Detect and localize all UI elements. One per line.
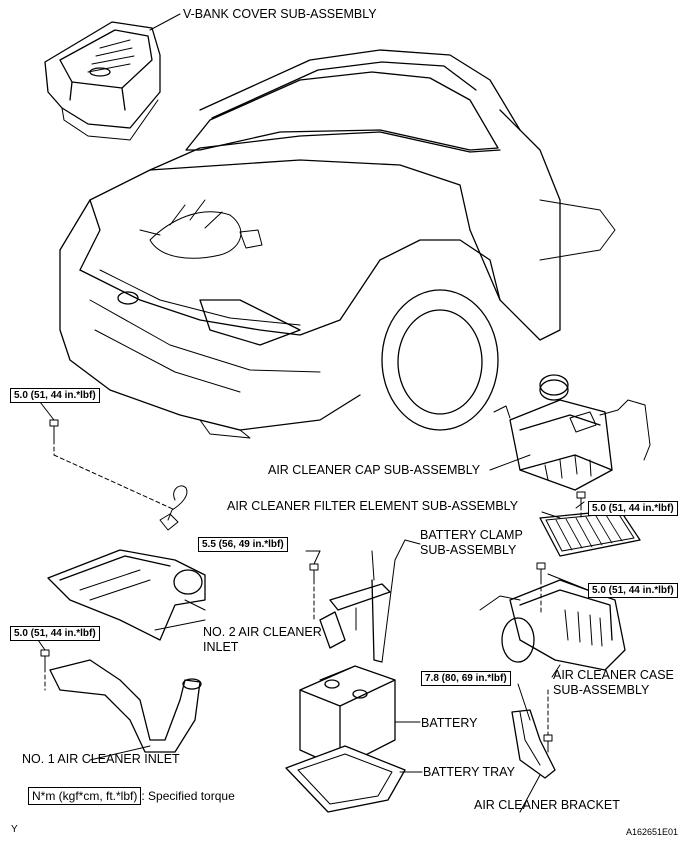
no1-air-cleaner-inlet-drawing	[49, 659, 202, 753]
torque-spec-box: 5.0 (51, 44 in.*lbf)	[588, 501, 678, 516]
torque-spec-box: 5.0 (51, 44 in.*lbf)	[10, 388, 100, 403]
leader-lines	[37, 401, 589, 813]
air-cleaner-cap-drawing	[493, 374, 651, 491]
label-battery-tray: BATTERY TRAY	[423, 765, 515, 779]
v-bank-cover-drawing	[44, 13, 181, 141]
figure-id: A162651E01	[626, 827, 679, 837]
legend-units-box: N*m (kgf*cm, ft.*lbf)	[28, 787, 142, 805]
air-cleaner-case-drawing	[479, 579, 626, 671]
torque-spec-box: 7.8 (80, 69 in.*lbf)	[421, 671, 511, 686]
label-air-cleaner-cap: AIR CLEANER CAP SUB-ASSEMBLY	[268, 463, 481, 477]
battery-tray-drawing	[285, 745, 406, 813]
legend-text: : Specified torque	[141, 789, 235, 803]
battery-clamp-drawing	[319, 579, 391, 663]
torque-spec-box: 5.0 (51, 44 in.*lbf)	[588, 583, 678, 598]
label-filter-element: AIR CLEANER FILTER ELEMENT SUB-ASSEMBLY	[227, 499, 519, 513]
no2-air-cleaner-inlet-drawing	[47, 485, 206, 641]
label-air-cleaner-bracket: AIR CLEANER BRACKET	[474, 798, 620, 812]
filter-element-drawing	[539, 509, 641, 557]
torque-legend: N*m (kgf*cm, ft.*lbf): Specified torque	[28, 787, 235, 805]
torque-spec-box: 5.0 (51, 44 in.*lbf)	[10, 626, 100, 641]
alignment-dashes	[44, 439, 582, 736]
air-cleaner-bracket-drawing	[511, 709, 556, 779]
label-battery: BATTERY	[421, 716, 478, 730]
footer-left-code: Y	[11, 824, 18, 835]
torque-spec-box: 5.5 (56, 49 in.*lbf)	[198, 537, 288, 552]
label-no2-inlet-1: NO. 2 AIR CLEANER	[203, 625, 322, 639]
label-air-cleaner-case-1: AIR CLEANER CASE	[553, 668, 674, 682]
label-battery-clamp-2: SUB-ASSEMBLY	[420, 543, 517, 557]
vehicle-body-drawing	[59, 49, 616, 439]
label-v-bank-cover: V-BANK COVER SUB-ASSEMBLY	[183, 7, 377, 21]
label-battery-clamp-1: BATTERY CLAMP	[420, 528, 523, 542]
label-air-cleaner-case-2: SUB-ASSEMBLY	[553, 683, 650, 697]
label-no1-inlet: NO. 1 AIR CLEANER INLET	[22, 752, 180, 766]
label-no2-inlet-2: INLET	[203, 640, 239, 654]
